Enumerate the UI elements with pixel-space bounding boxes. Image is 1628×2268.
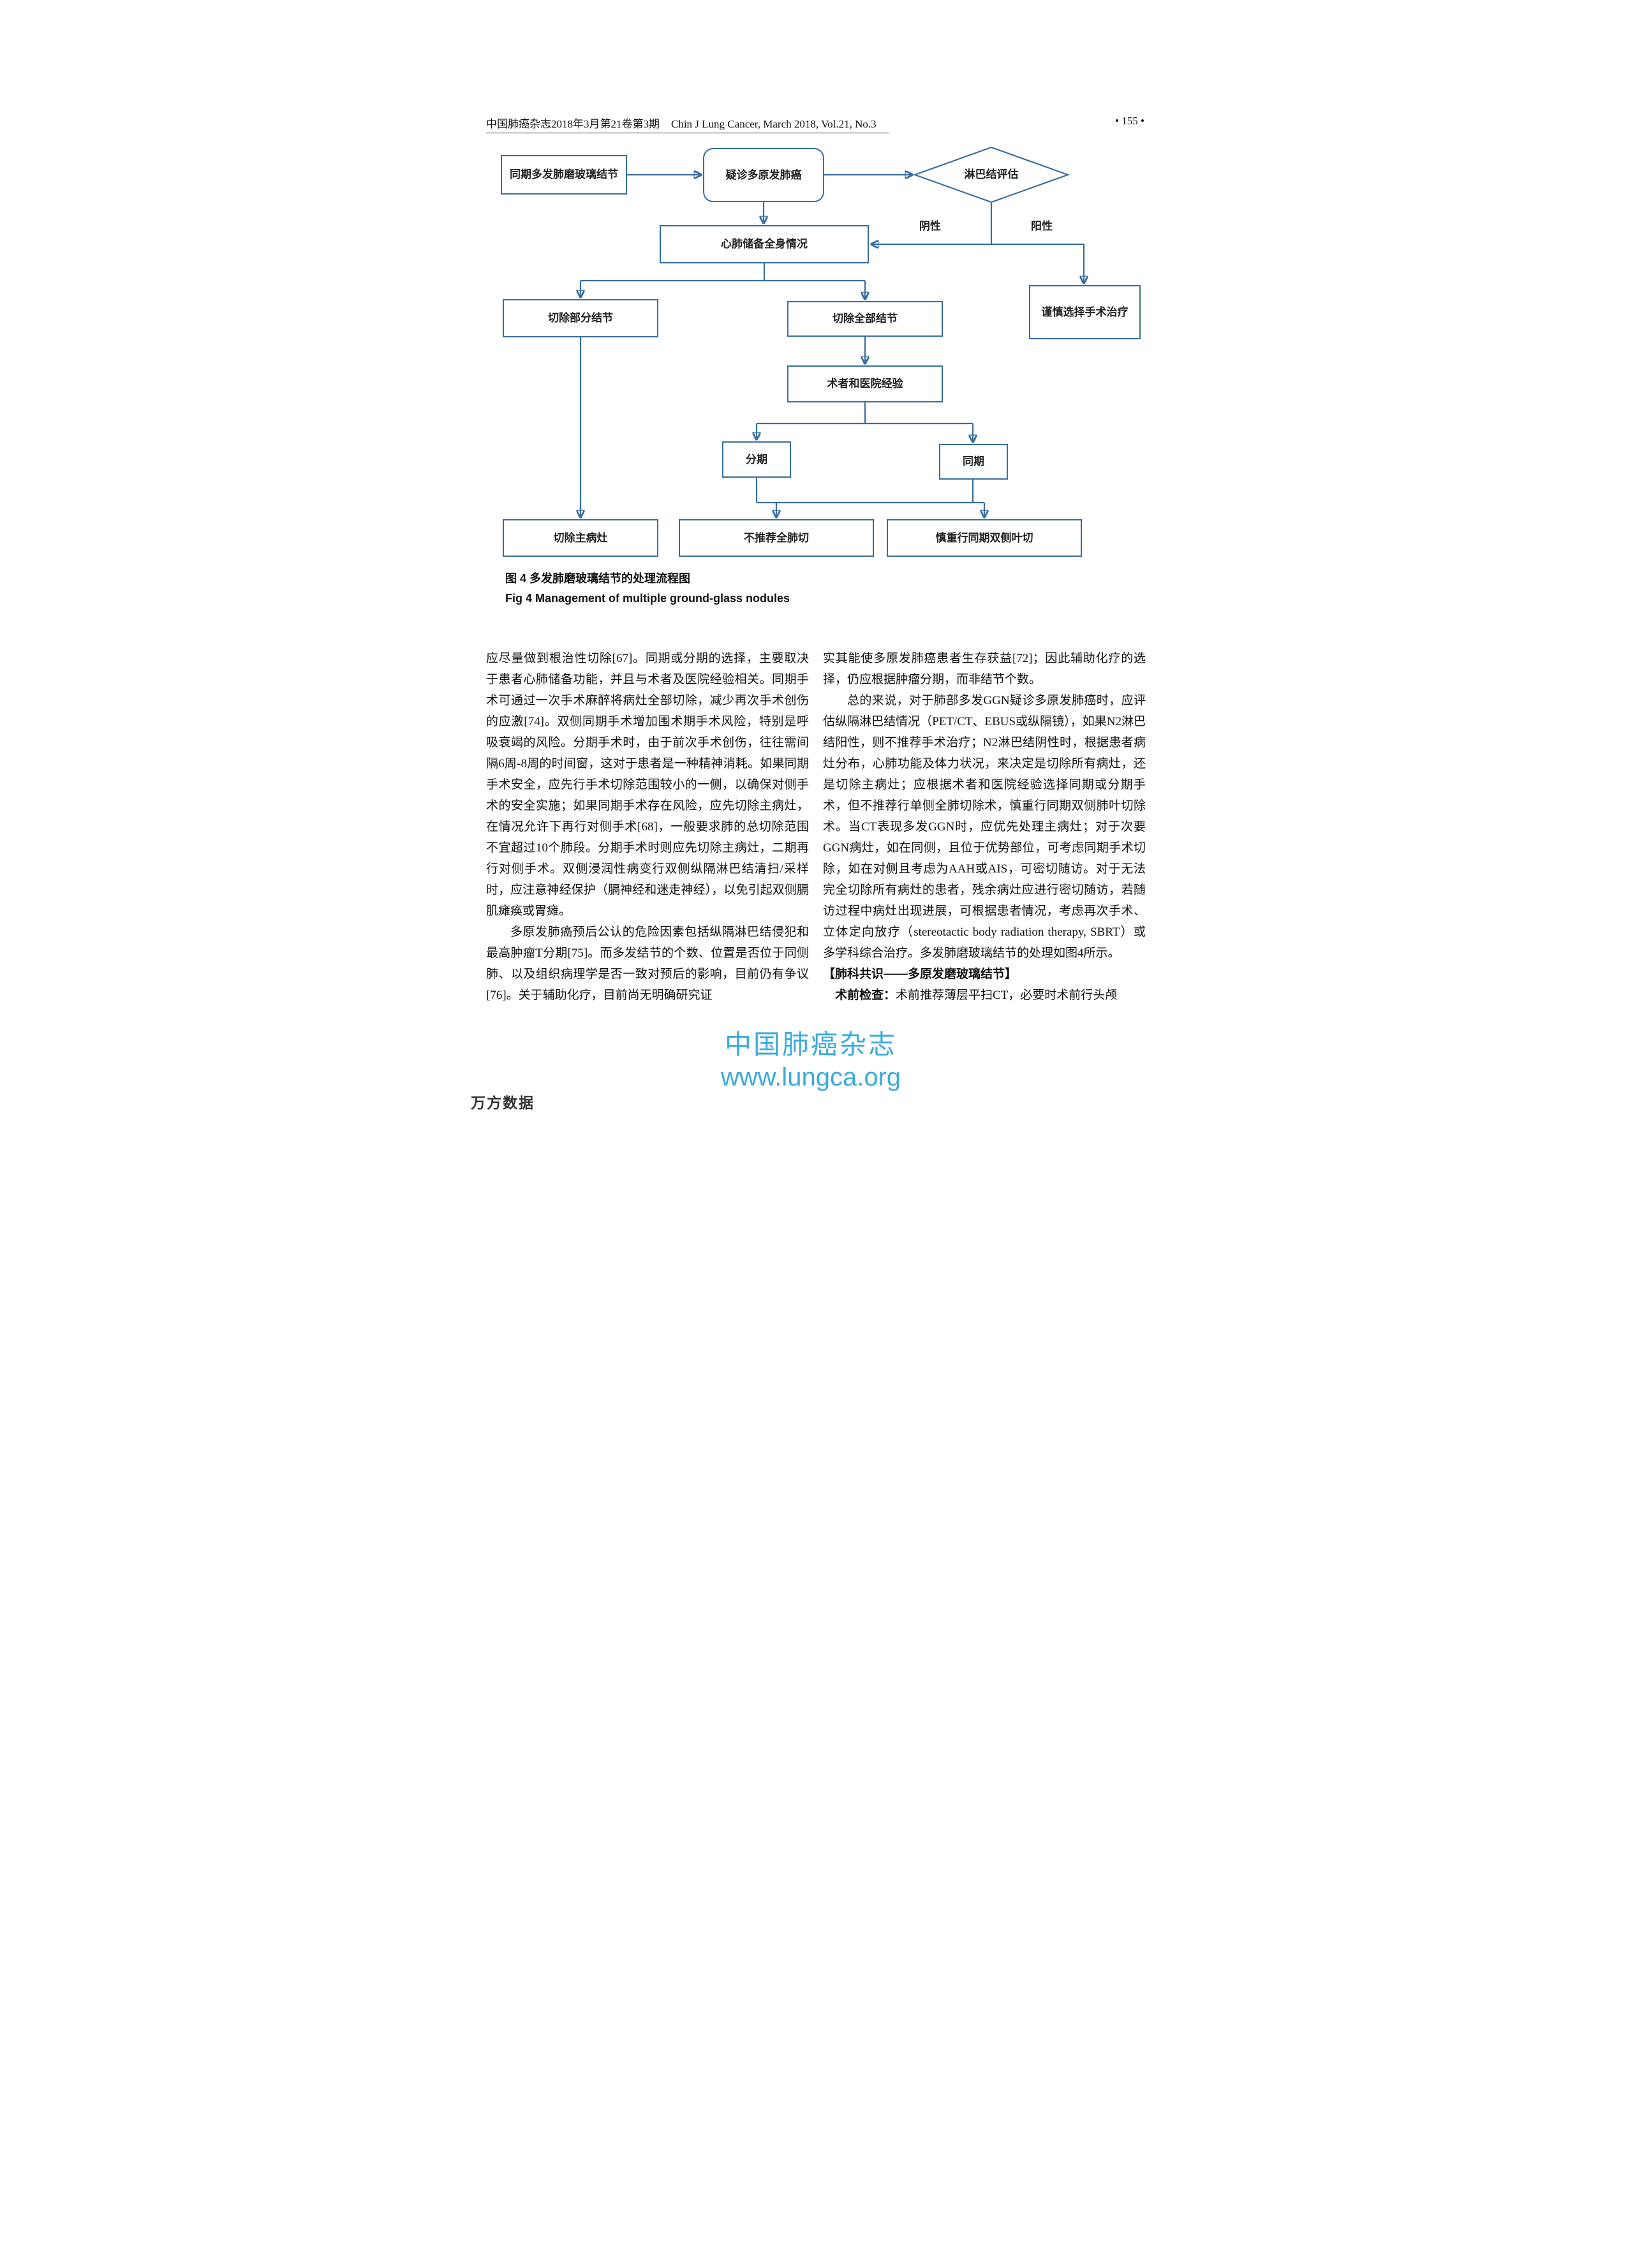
node-resect-main-lesion: 切除主病灶: [503, 519, 658, 557]
journal-title-cn: 中国肺癌杂志2018年3月第21卷第3期: [486, 118, 660, 130]
paragraph: 多原发肺癌预后公认的危险因素包括纵隔淋巴结侵犯和最高肿瘤T分期[75]。而多发结…: [486, 925, 809, 1002]
node-resect-all-nodules: 切除全部结节: [787, 301, 943, 337]
edge-label-positive: 阳性: [1031, 220, 1053, 232]
body-column-left: 应尽量做到根治性切除[67]。同期或分期的选择，主要取决于患者心肺储备功能，并且…: [486, 648, 809, 1006]
body-column-right: 实其能使多原发肺癌患者生存获益[72]；因此辅助化疗的选择，仍应根据肿瘤分期，而…: [823, 648, 1146, 1006]
watermark-title: 中国肺癌杂志: [724, 1029, 897, 1059]
paragraph: 应尽量做到根治性切除[67]。同期或分期的选择，主要取决于患者心肺储备功能，并且…: [486, 652, 809, 918]
preop-exam-lead: 术前检查：: [835, 989, 896, 1002]
node-synchronous-multifocal-ggn: 同期多发肺磨玻璃结节: [501, 155, 627, 195]
node-lymph-node-assessment: 淋巴结评估: [964, 168, 1019, 181]
node-simultaneous: 同期: [939, 444, 1008, 480]
node-cautious-surgery-selection: 谨慎选择手术治疗: [1029, 285, 1141, 339]
flow-edge-positive: [991, 243, 1084, 283]
paragraph: 术前检查：术前推荐薄层平扫CT，必要时术前行头颅: [823, 985, 1146, 1006]
journal-watermark: 中国肺癌杂志 www.lungca.org: [407, 1028, 1215, 1093]
edge-label-negative: 阴性: [919, 220, 941, 232]
node-pneumonectomy-not-recommended: 不推荐全肺切: [679, 519, 874, 557]
figure-caption-cn: 图 4 多发肺磨玻璃结节的处理流程图: [505, 572, 691, 585]
node-cardiopulmonary-reserve: 心肺储备全身情况: [660, 225, 869, 263]
node-cautious-bilateral-lobectomy: 慎重行同期双侧叶切: [887, 519, 1082, 557]
wanfang-data-logo: 万方数据: [471, 1094, 535, 1111]
node-surgeon-hospital-experience: 术者和医院经验: [787, 365, 943, 402]
figure-caption-en: Fig 4 Management of multiple ground-glas…: [505, 592, 790, 605]
consensus-heading: 【肺科共识——多原发磨玻璃结节】: [823, 968, 1018, 981]
page-number: • 155 •: [1115, 115, 1144, 127]
paragraph: 实其能使多原发肺癌患者生存获益[72]；因此辅助化疗的选择，仍应根据肿瘤分期，而…: [823, 652, 1146, 686]
journal-header: 中国肺癌杂志2018年3月第21卷第3期 Chin J Lung Cancer, …: [486, 115, 877, 131]
node-staged: 分期: [722, 441, 791, 478]
node-suspected-mplc: 疑诊多原发肺癌: [703, 148, 824, 202]
paragraph: 总的来说，对于肺部多发GGN疑诊多原发肺癌时，应评估纵隔淋巴结情况（PET/CT…: [823, 694, 1146, 960]
journal-page: 中国肺癌杂志2018年3月第21卷第3期 Chin J Lung Cancer, …: [407, 0, 1221, 1134]
journal-title-en: Chin J Lung Cancer, March 2018, Vol.21, …: [671, 118, 877, 130]
node-resect-partial-nodules: 切除部分结节: [503, 299, 658, 337]
preop-exam-text: 术前推荐薄层平扫CT，必要时术前行头颅: [896, 989, 1118, 1002]
watermark-url: www.lungca.org: [720, 1063, 901, 1091]
